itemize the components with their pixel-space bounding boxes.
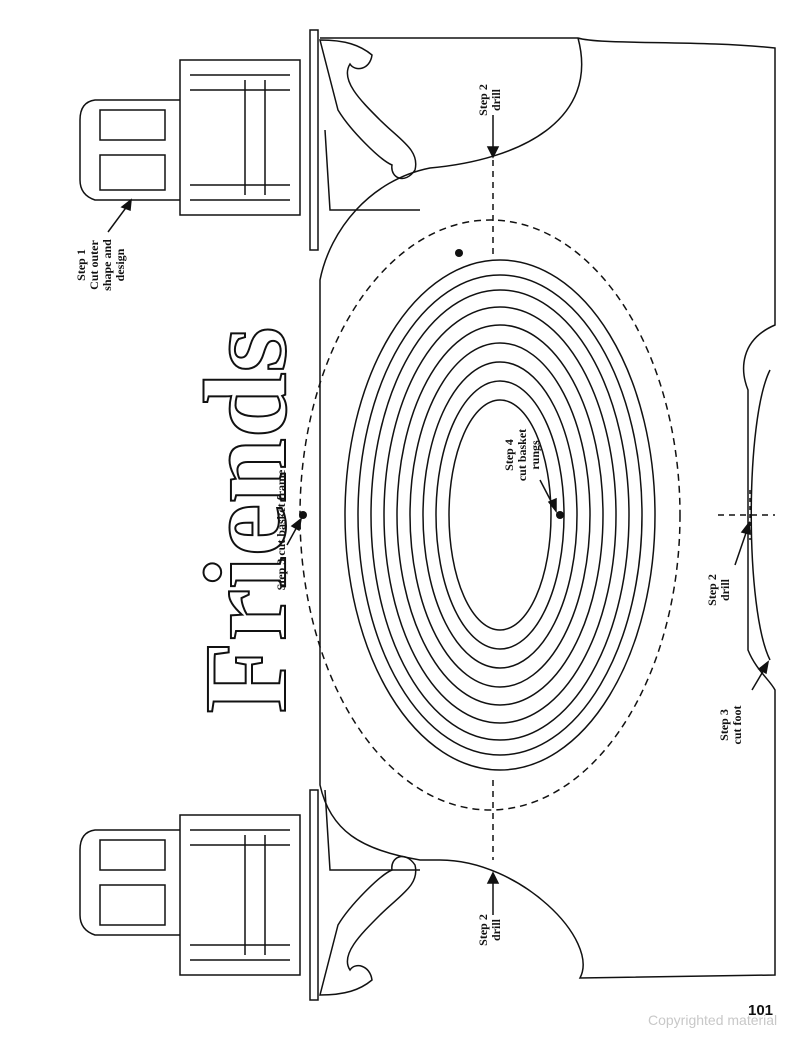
step1-label-line3: shape and [100, 239, 114, 291]
bottom-post-outline [79, 789, 417, 1001]
copyright-watermark: Copyrighted material [648, 1012, 778, 1028]
step3-foot-label-line2: cut foot [730, 706, 744, 745]
step4-label-line2: cut basket [515, 429, 529, 481]
step3-foot-label-line1: Step 3 [717, 709, 731, 741]
basket-rungs[interactable] [344, 259, 656, 771]
step1-label-line4: design [113, 248, 127, 281]
drill-hole-center[interactable] [556, 511, 564, 519]
arrow-step2-right [734, 529, 748, 566]
friends-title: Friends [180, 327, 311, 714]
step2-right-label-line1: Step 2 [705, 574, 719, 606]
top-post-outline [79, 29, 417, 251]
step2-right-label-line2: drill [718, 578, 732, 601]
drill-hole-spiral-start[interactable] [455, 249, 463, 257]
step3-frame-label: Step 3 cut basket frame [274, 469, 288, 590]
drill-hole-frame[interactable] [299, 511, 307, 519]
step1-label-line1: Step 1 [74, 249, 88, 281]
basket-outer-outline [319, 37, 776, 979]
bottom-post-slots [99, 789, 420, 961]
step2-bottom-label-line2: drill [489, 918, 503, 941]
step1-label-line2: Cut outer [87, 240, 101, 290]
step2-top-label-line2: drill [489, 88, 503, 111]
page-number: 101 [748, 1002, 774, 1019]
step2-bottom-label-line1: Step 2 [476, 914, 490, 946]
arrow-step1 [107, 204, 129, 233]
step2-top-label-line1: Step 2 [476, 84, 490, 116]
step4-label-line3: rungs [528, 440, 542, 470]
top-post-slots [99, 74, 420, 211]
step4-label-line1: Step 4 [502, 439, 516, 471]
